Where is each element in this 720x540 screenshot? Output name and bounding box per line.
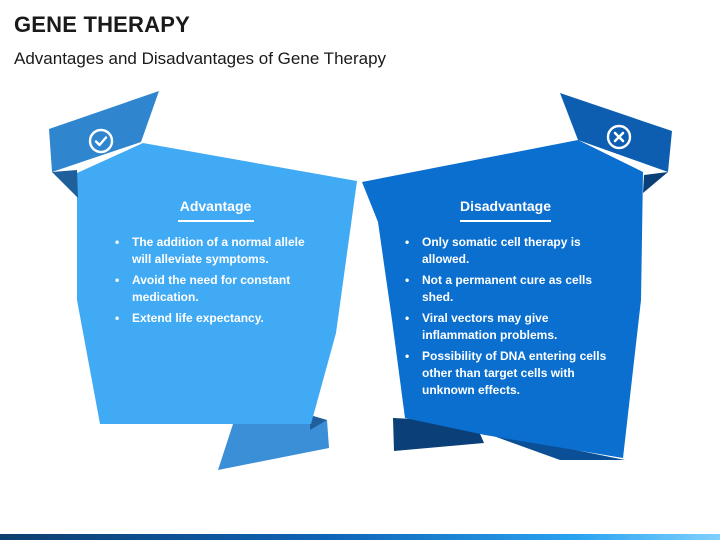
- list-item: Not a permanent cure as cells shed.: [398, 272, 613, 306]
- advantage-panel: Advantage The addition of a normal allel…: [108, 198, 323, 331]
- list-item: Viral vectors may give inflammation prob…: [398, 310, 613, 344]
- checkmark-icon: [88, 128, 114, 154]
- advantage-heading: Advantage: [177, 198, 254, 222]
- page-subtitle: Advantages and Disadvantages of Gene The…: [14, 49, 387, 68]
- list-item: Only somatic cell therapy is allowed.: [398, 234, 613, 268]
- page-title: GENE THERAPY: [14, 12, 190, 37]
- disadvantage-list: Only somatic cell therapy is allowed. No…: [398, 234, 613, 399]
- list-item: The addition of a normal allele will all…: [108, 234, 323, 268]
- disadvantage-panel: Disadvantage Only somatic cell therapy i…: [398, 198, 613, 403]
- list-item: Possibility of DNA entering cells other …: [398, 348, 613, 399]
- list-item: Avoid the need for constant medication.: [108, 272, 323, 306]
- list-item: Extend life expectancy.: [108, 310, 323, 327]
- footer-bar: [0, 534, 720, 540]
- close-icon: [606, 124, 632, 150]
- advantage-list: The addition of a normal allele will all…: [108, 234, 323, 327]
- disadvantage-heading: Disadvantage: [459, 198, 552, 222]
